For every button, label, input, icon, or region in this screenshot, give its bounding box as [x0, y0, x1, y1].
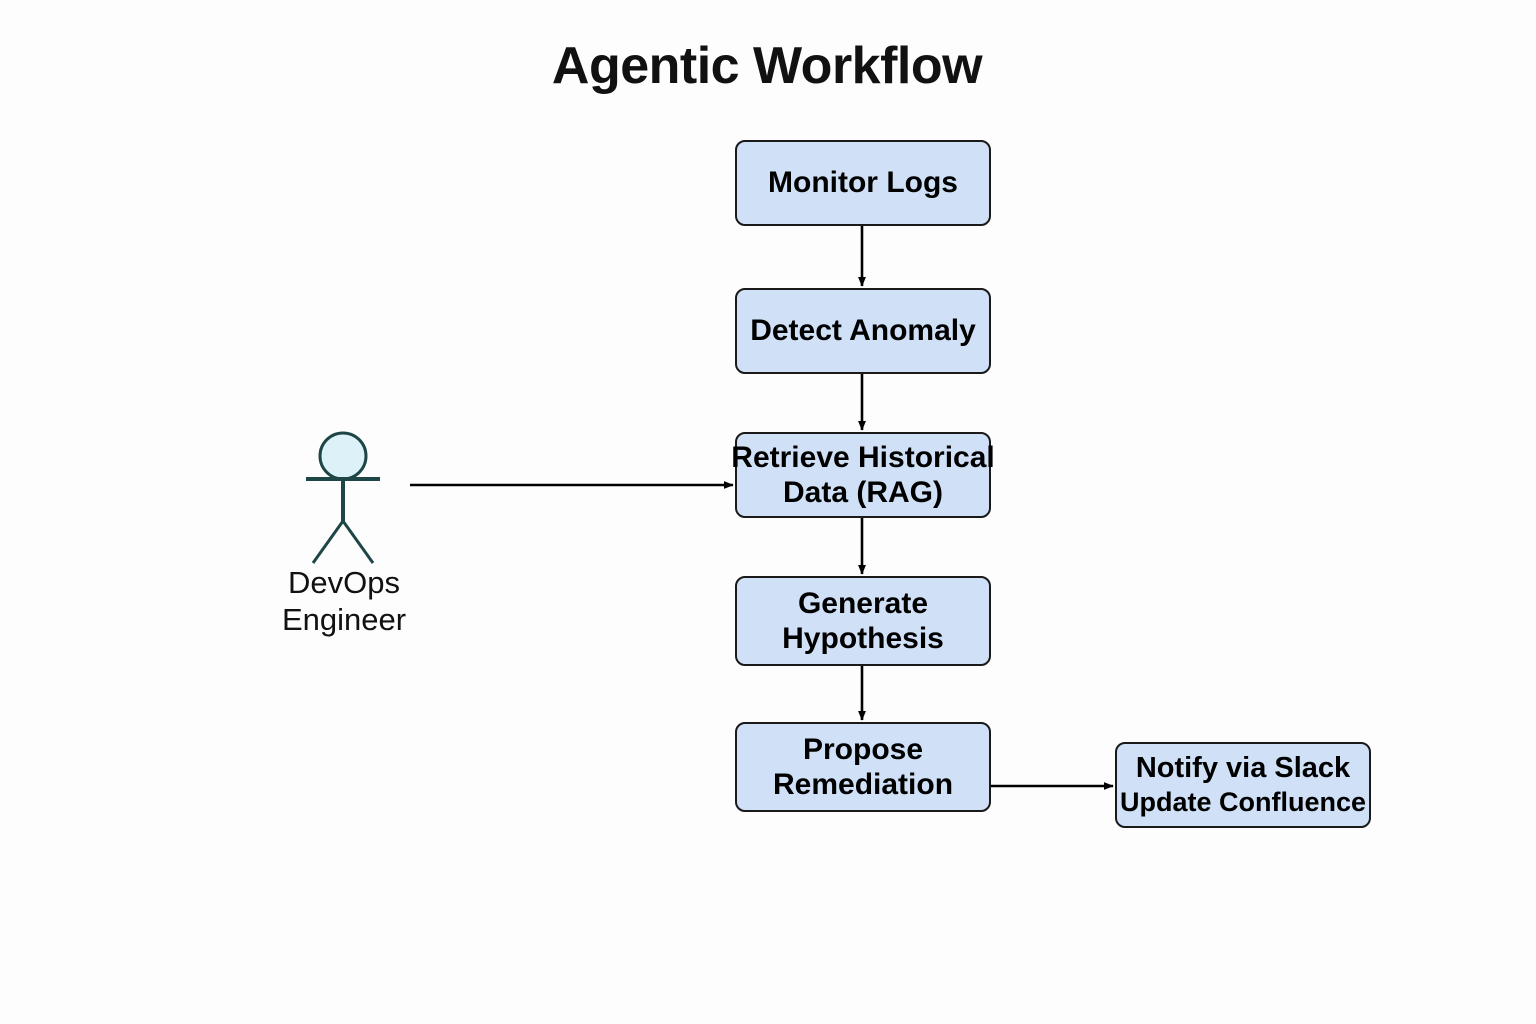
actor-label-line1: DevOps — [288, 565, 400, 600]
node-retrieve-historical-data[interactable]: Retrieve Historical Data (RAG) — [731, 432, 995, 518]
node-retrieve-historical-data-label-line2: Data (RAG) — [782, 476, 943, 509]
node-retrieve-historical-data-label-line1: Retrieve Historical — [731, 440, 995, 474]
actor-label: DevOps Engineer — [253, 564, 435, 638]
actor-leg-left-icon — [311, 520, 345, 564]
page-title: Agentic Workflow — [0, 36, 1536, 96]
node-propose-remediation-label-line2: Remediation — [772, 768, 954, 801]
node-detect-anomaly[interactable]: Detect Anomaly — [735, 288, 991, 374]
node-monitor-logs-label: Monitor Logs — [768, 166, 958, 200]
node-monitor-logs[interactable]: Monitor Logs — [735, 140, 991, 226]
page-title-text: Agentic Workflow — [551, 37, 983, 95]
actor-head-icon — [318, 431, 368, 481]
node-notify-via-slack[interactable]: Notify via Slack Update Confluence — [1115, 742, 1371, 828]
node-generate-hypothesis-label-line2: Hypothesis — [782, 622, 944, 655]
actor-devops-engineer[interactable] — [262, 420, 432, 640]
node-notify-via-slack-label-line1: Notify via Slack — [1135, 751, 1351, 784]
node-propose-remediation-label-line1: Propose — [802, 732, 924, 766]
node-detect-anomaly-label: Detect Anomaly — [750, 314, 976, 348]
actor-label-line2: Engineer — [281, 602, 407, 638]
node-generate-hypothesis[interactable]: Generate Hypothesis — [735, 576, 991, 666]
actor-leg-right-icon — [341, 520, 375, 564]
node-generate-hypothesis-label-line1: Generate — [797, 586, 929, 620]
node-propose-remediation[interactable]: Propose Remediation — [735, 722, 991, 812]
node-update-confluence-label: Update Confluence — [1119, 787, 1367, 818]
